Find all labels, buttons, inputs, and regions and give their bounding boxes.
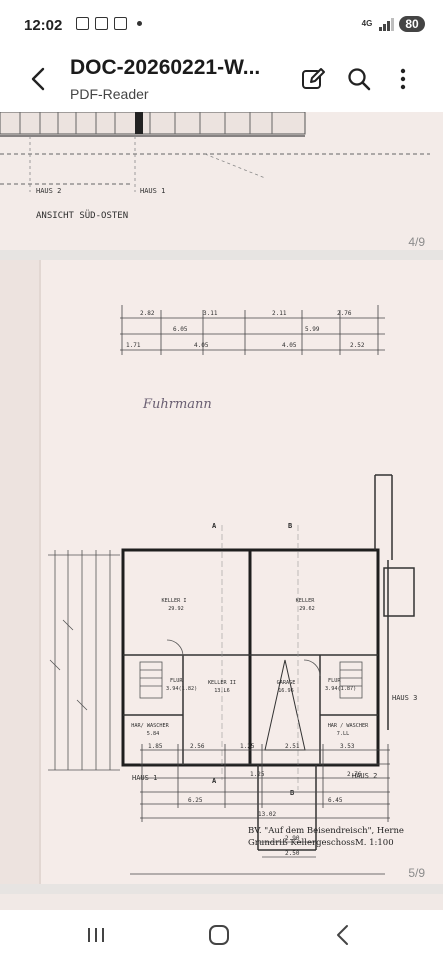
room-har-left: HAR/ WASCHER xyxy=(131,723,169,729)
page-indicator-5: 5/9 xyxy=(408,866,425,880)
edit-button[interactable] xyxy=(298,64,328,94)
back-arrow-icon xyxy=(31,67,45,91)
mail-icon xyxy=(114,17,127,30)
battery-badge: 80 xyxy=(399,16,425,32)
room-keller-2-area: 13.L6 xyxy=(214,688,230,694)
dim-top-6: 5.99 xyxy=(305,326,320,333)
document-title: DOC-20260221-W... xyxy=(70,56,261,79)
dim-bottom-9: 6.45 xyxy=(328,797,343,804)
dim-top-3: 2.11 xyxy=(272,310,287,317)
section-b-top: B xyxy=(288,522,292,530)
floor-plan-footer: 1.85 2.56 1.25 2.51 3.53 1.25 2.76 6.25 … xyxy=(140,743,404,848)
app-bar: DOC-20260221-W... PDF-Reader xyxy=(0,50,443,112)
signal-icon xyxy=(379,17,394,31)
notification-icons xyxy=(76,17,142,30)
back-button[interactable] xyxy=(24,64,54,94)
search-button[interactable] xyxy=(344,64,374,94)
dim-garage-2: 2.50 xyxy=(285,850,300,857)
screenshot-icon xyxy=(76,17,89,30)
room-flur-right: FLUR xyxy=(328,678,341,684)
label-haus-1: HAUS 1 xyxy=(140,187,165,195)
dim-top-10: 2.52 xyxy=(350,342,365,349)
back-icon xyxy=(337,925,348,945)
dim-top-8: 4.05 xyxy=(194,342,209,349)
edit-icon xyxy=(302,68,325,89)
room-har-right-area: 7.LL xyxy=(337,731,350,737)
section-a-bottom: A xyxy=(212,777,217,785)
home-button[interactable] xyxy=(203,920,235,950)
label-haus-2-plan: HAUS 2 xyxy=(352,772,377,780)
dim-bottom-1: 1.85 xyxy=(148,743,163,750)
dim-top-9: 4.05 xyxy=(282,342,297,349)
status-time: 12:02 xyxy=(24,17,63,34)
pdf-page-6[interactable] xyxy=(0,894,443,910)
dim-top-4: 2.76 xyxy=(337,310,352,317)
dim-bottom-5: 3.53 xyxy=(340,743,355,750)
elevation-caption: ANSICHT SÜD-OSTEN xyxy=(36,210,128,221)
section-a-top: A xyxy=(212,522,217,530)
dim-bottom-2: 2.56 xyxy=(190,743,205,750)
dim-top-1: 2.82 xyxy=(140,310,155,317)
search-icon xyxy=(348,68,371,91)
footer-project: BV. "Auf dem Beisendreisch", Herne xyxy=(248,826,404,836)
recent-apps-icon xyxy=(88,928,104,942)
dim-bottom-3: 1.25 xyxy=(240,743,255,750)
room-har-left-area: 5.84 xyxy=(147,731,160,737)
footer-plan-name: Grundriß Kellergeschoss xyxy=(248,838,355,848)
room-garage: GARAGE xyxy=(277,680,296,686)
dim-bottom-7: 2.76 xyxy=(347,771,362,778)
room-flur-left: FLUR xyxy=(170,678,183,684)
home-icon xyxy=(209,925,229,945)
room-keller-1: KELLER I xyxy=(162,598,187,604)
dim-bottom-10: 13.02 xyxy=(258,811,276,818)
more-vert-icon xyxy=(400,68,406,90)
network-type: 4G xyxy=(361,19,373,28)
room-keller-right-area: 29.62 xyxy=(299,606,315,612)
label-haus-3-plan: HAUS 3 xyxy=(392,694,417,702)
dim-garage-1: 2.90 xyxy=(285,835,300,842)
room-flur-right-area: 3.94(1.87) xyxy=(325,686,356,692)
system-back-button[interactable] xyxy=(327,920,359,950)
dim-bottom-6: 1.25 xyxy=(250,771,265,778)
room-garage-area: 16.96 xyxy=(278,688,294,694)
room-keller-right: KELLER xyxy=(296,598,316,604)
dim-top-7: 1.71 xyxy=(126,342,141,349)
more-options-button[interactable] xyxy=(388,64,418,94)
footer-scale: M. 1:100 xyxy=(355,838,394,848)
system-icons: 4G 80 xyxy=(361,16,425,32)
pdf-page-4[interactable]: HAUS 2 HAUS 1 ANSICHT SÜD-OSTEN 4/9 xyxy=(0,112,443,250)
dim-top-2: 3.11 xyxy=(203,310,218,317)
app-subtitle: PDF-Reader xyxy=(70,86,149,102)
section-b-bottom: B xyxy=(290,789,294,797)
recent-apps-button[interactable] xyxy=(80,920,112,950)
room-keller-2: KELLER II xyxy=(208,680,236,686)
floor-plan-drawing: 2.82 3.11 2.11 2.76 6.05 5.99 1.71 4.05 … xyxy=(0,260,417,884)
room-har-right: HAR / WASCHER xyxy=(328,723,369,729)
elevation-drawing: HAUS 2 HAUS 1 ANSICHT SÜD-OSTEN xyxy=(0,112,430,221)
picture-icon xyxy=(95,17,108,30)
room-flur-left-area: 3.94(1.82) xyxy=(166,686,197,692)
dim-bottom-4: 2.51 xyxy=(285,743,300,750)
room-keller-1-area: 29.92 xyxy=(168,606,184,612)
pdf-viewport[interactable]: HAUS 2 HAUS 1 ANSICHT SÜD-OSTEN 4/9 xyxy=(0,112,443,910)
system-nav-bar xyxy=(0,910,443,960)
more-notifications-icon xyxy=(137,21,142,26)
label-haus-2: HAUS 2 xyxy=(36,187,61,195)
handwritten-name: Fuhrmann xyxy=(142,397,212,412)
status-bar: 12:02 4G 80 xyxy=(0,0,443,50)
dim-top-5: 6.05 xyxy=(173,326,188,333)
page-indicator-4: 4/9 xyxy=(408,235,425,249)
dim-bottom-8: 6.25 xyxy=(188,797,203,804)
pdf-page-5[interactable]: 2.82 3.11 2.11 2.76 6.05 5.99 1.71 4.05 … xyxy=(0,260,443,884)
